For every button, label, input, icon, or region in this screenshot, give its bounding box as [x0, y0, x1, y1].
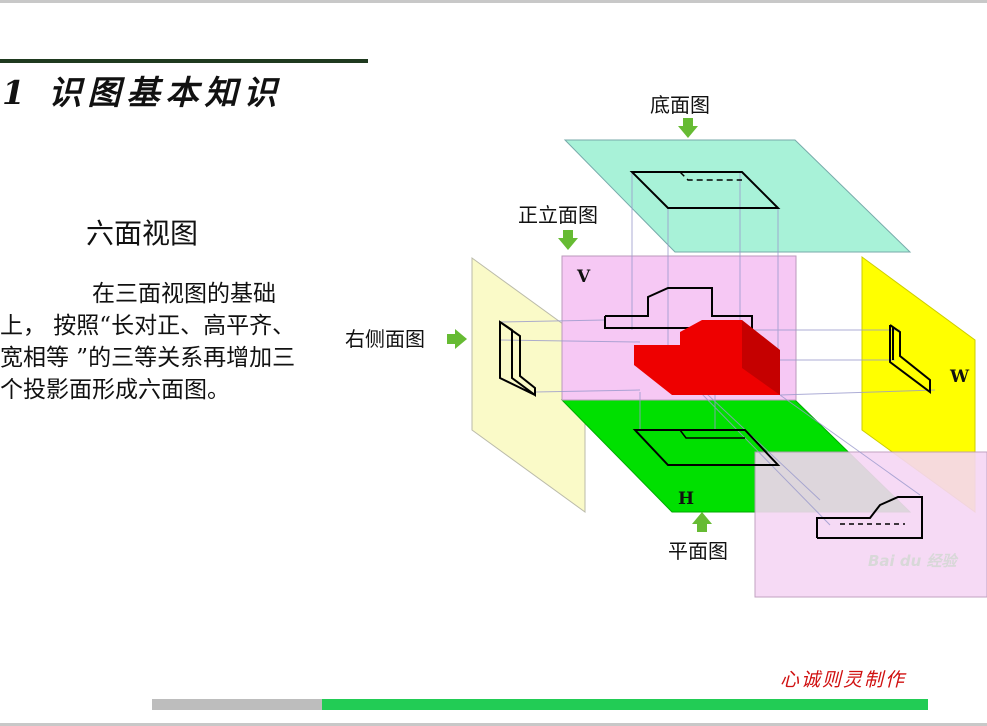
front-view-arrow-icon [558, 230, 578, 250]
plan-view-label: 平面图 [668, 539, 728, 563]
red-3d-solid [634, 320, 780, 395]
bottom-view-arrow-icon [678, 118, 698, 138]
right-view-label: 右侧面图 [345, 327, 425, 351]
bottom-view-drawing [629, 171, 781, 209]
title-underline [0, 59, 368, 63]
plan-view-arrow-icon [692, 512, 712, 532]
description-text: 在三面视图的基础上， 按照“长对正、高平齐、宽相等 ”的三等关系再增加三个投影面… [0, 281, 296, 403]
projection-lines [499, 172, 936, 526]
v-plane-letter: V [576, 267, 591, 287]
bottom-projection-plane [563, 139, 912, 253]
left-side-view-drawing [889, 324, 931, 394]
top-rule [0, 0, 987, 3]
front-view-label: 正立面图 [518, 203, 598, 227]
h-plane-letter: H [678, 489, 694, 509]
footer-bar-gray [152, 699, 322, 710]
baidu-watermark: Bai du 经验 [868, 552, 960, 570]
author-signature: 心诚则灵制作 [780, 669, 907, 691]
footer-bar-green [322, 699, 928, 710]
bottom-view-label: 底面图 [650, 93, 710, 117]
plan-view-drawing [632, 429, 781, 466]
right-view-arrow-icon [447, 329, 467, 349]
front-view-drawing [604, 287, 753, 329]
page-title: 1 识图基本知识 [2, 73, 283, 112]
description-paragraph: 在三面视图的基础上， 按照“长对正、高平齐、宽相等 ”的三等关系再增加三个投影面… [0, 278, 312, 406]
red-3d-solid-shading [742, 320, 780, 395]
w-plane-letter: W [949, 367, 970, 387]
back-view-drawing [816, 496, 923, 539]
section-subtitle: 六面视图 [86, 217, 199, 250]
bottom-rule [0, 723, 987, 726]
right-side-view-drawing [499, 320, 536, 397]
